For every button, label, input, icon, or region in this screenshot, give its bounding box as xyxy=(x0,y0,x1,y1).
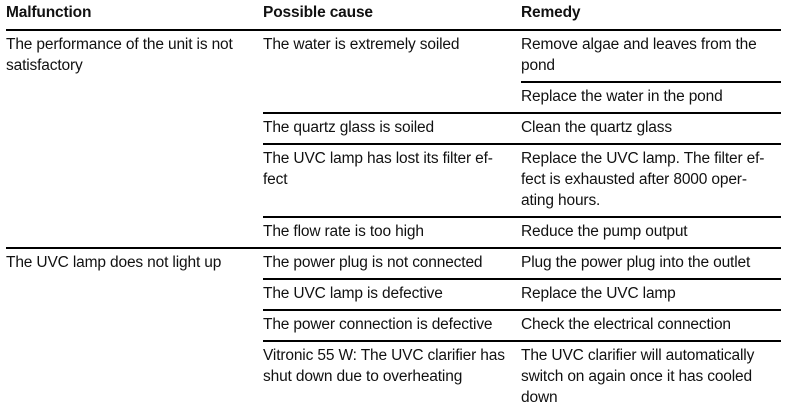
remedy-item: Reduce the pump output xyxy=(521,223,688,240)
cause-row: The water is extremely soiled Remove alga… xyxy=(263,31,781,112)
malfunction-cell: The performance of the unit is not satis… xyxy=(6,36,233,74)
malfunction-cell: The UVC lamp does not light up xyxy=(6,254,222,271)
remedy-cell: The UVC clarifier will automatically swi… xyxy=(521,342,781,413)
cause-row: The UVC lamp has lost its filter ef­fect… xyxy=(263,143,781,216)
cause-row: The quartz glass is soiled Clean the quar… xyxy=(263,112,781,143)
remedy-item: The UVC clarifier will automatically swi… xyxy=(521,347,755,406)
malfunction-group: The performance of the unit is not satis… xyxy=(6,31,781,247)
column-header-malfunction: Malfunction xyxy=(6,4,92,21)
possible-cause-cell: The flow rate is too high xyxy=(263,223,424,240)
remedy-cell: Replace the UVC lamp. The filter ef­fect… xyxy=(521,145,781,216)
table-body: The performance of the unit is not satis… xyxy=(6,31,781,413)
remedy-cell: Check the electrical connection xyxy=(521,311,781,340)
remedy-item: Check the electrical connection xyxy=(521,316,731,333)
malfunction-group: The UVC lamp does not light up The power … xyxy=(6,247,781,413)
cause-row: The power plug is not connected Plug the … xyxy=(263,249,781,278)
possible-cause-cell: The power plug is not connected xyxy=(263,254,483,271)
column-header-possible-cause: Possible cause xyxy=(263,4,373,21)
remedy-item: Replace the UVC lamp. The filter ef­fect… xyxy=(521,150,765,209)
cause-row: The flow rate is too high Reduce the pump… xyxy=(263,216,781,247)
cause-row: The power connection is defective Check t… xyxy=(263,309,781,340)
possible-cause-cell: Vitronic 55 W: The UVC clarifier has shu… xyxy=(263,347,505,385)
cause-remedy-rows: The water is extremely soiled Remove alga… xyxy=(263,31,781,247)
remedy-item: Replace the water in the pond xyxy=(521,81,781,112)
possible-cause-cell: The water is extremely soiled xyxy=(263,36,460,53)
possible-cause-cell: The quartz glass is soiled xyxy=(263,119,434,136)
remedy-cell: Clean the quartz glass xyxy=(521,114,781,143)
remedy-item: Remove algae and leaves from the pond xyxy=(521,36,757,74)
remedy-item: Plug the power plug into the outlet xyxy=(521,254,751,271)
cause-row: The UVC lamp is defective Replace the UVC… xyxy=(263,278,781,309)
remedy-cell: Plug the power plug into the outlet xyxy=(521,249,781,278)
remedy-item: Replace the UVC lamp xyxy=(521,285,676,302)
remedy-cell: Replace the UVC lamp xyxy=(521,280,781,309)
possible-cause-cell: The UVC lamp has lost its filter ef­fect xyxy=(263,150,493,188)
possible-cause-cell: The UVC lamp is defective xyxy=(263,285,443,302)
column-header-remedy: Remedy xyxy=(521,4,581,21)
remedy-cell: Reduce the pump output xyxy=(521,218,781,247)
table-header-row: Malfunction Possible cause Remedy xyxy=(6,0,781,31)
possible-cause-cell: The power connection is defective xyxy=(263,316,493,333)
remedy-item: Clean the quartz glass xyxy=(521,119,672,136)
cause-remedy-rows: The power plug is not connected Plug the … xyxy=(263,249,781,413)
cause-row: Vitronic 55 W: The UVC clarifier has shu… xyxy=(263,340,781,413)
troubleshooting-table: Malfunction Possible cause Remedy The pe… xyxy=(6,0,781,413)
